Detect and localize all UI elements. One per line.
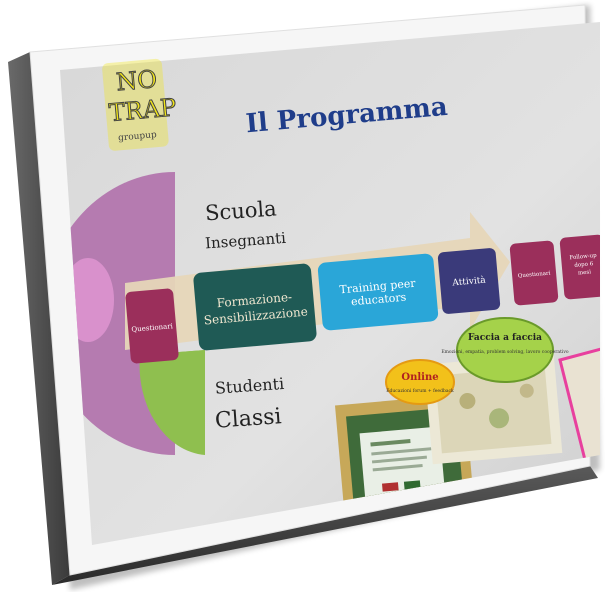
step-formazione-label-1: Formazione- [216, 290, 292, 311]
step-attivita [437, 248, 501, 314]
logo-line-1: NO [115, 65, 158, 96]
step-questionari-1-label: Questionari [131, 322, 174, 334]
faccia-screenshot [424, 353, 563, 465]
label-insegnanti: Insegnanti [205, 229, 287, 253]
highlight-frame [558, 346, 600, 482]
step-questionari-2 [509, 240, 559, 306]
notrap-logo: NO TRAP groupup [102, 58, 178, 151]
step-training-label-2: educators [351, 291, 408, 309]
canvas-bottom-edge [52, 466, 598, 585]
label-studenti: Studenti [214, 374, 284, 398]
canvas-left-edge [8, 52, 70, 585]
faccia-bubble [456, 317, 554, 383]
step-follow-up [559, 234, 600, 300]
step-questionari-2-label: Questionari [518, 271, 551, 280]
step-follow-up-label-3: mesi [578, 269, 592, 276]
logo-line-2: TRAP [108, 93, 178, 127]
step-training [317, 253, 439, 331]
faccia-bubble-sub: Emozioni, empatia, problem solving, lavo… [441, 349, 569, 355]
step-formazione [193, 263, 317, 351]
faccia-bubble-title: Faccia a faccia [468, 333, 542, 343]
step-attivita-label: Attività [451, 275, 487, 289]
online-bubble [385, 359, 455, 405]
step-follow-up-label-1: Follow-up [569, 253, 597, 261]
label-scuola: Scuola [204, 196, 277, 225]
label-classi: Classi [214, 404, 282, 434]
step-follow-up-label-2: dopo 6 [574, 261, 594, 269]
online-bubble-sub: Educazioni forum + feedback [386, 388, 454, 394]
step-questionari-1 [125, 288, 179, 364]
online-bubble-title: Online [401, 372, 438, 383]
logo-line-3: groupup [118, 130, 158, 143]
